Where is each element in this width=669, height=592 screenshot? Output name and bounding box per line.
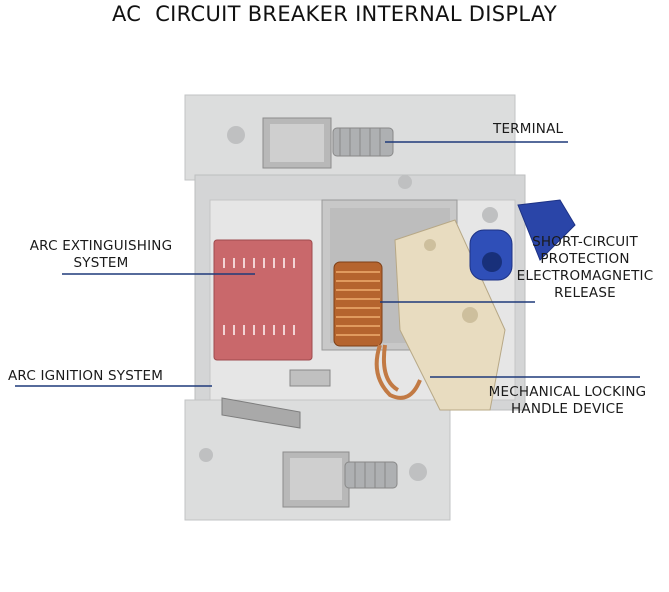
- label-mechanical-locking-handle: MECHANICAL LOCKING HANDLE DEVICE: [470, 384, 665, 418]
- label-terminal: TERMINAL: [493, 121, 564, 137]
- locking-mechanism: [394, 219, 506, 411]
- label-line: MECHANICAL LOCKING: [488, 384, 647, 400]
- label-line: HANDLE DEVICE: [511, 401, 624, 417]
- leader-lines: [15, 141, 640, 387]
- label-line: SYSTEM: [73, 255, 129, 271]
- copper-braid: [374, 344, 422, 400]
- label-short-circuit-release: SHORT-CIRCUIT PROTECTION ELECTROMAGNETIC…: [505, 234, 665, 302]
- label-line: SHORT-CIRCUIT: [532, 234, 638, 250]
- label-line: ELECTROMAGNETIC: [516, 268, 654, 284]
- arc-chute: [213, 239, 313, 361]
- label-line: ARC EXTINGUISHING: [29, 238, 173, 254]
- page-title: AC CIRCUIT BREAKER INTERNAL DISPLAY: [111, 2, 558, 26]
- label-arc-extinguishing-system: ARC EXTINGUISHING SYSTEM: [6, 238, 196, 272]
- arc-ignition-contacts: [221, 369, 331, 429]
- electromagnetic-coil: [333, 261, 383, 347]
- bottom-terminal: [282, 451, 398, 508]
- handle-lever: [469, 199, 576, 281]
- label-arc-ignition-system: ARC IGNITION SYSTEM: [8, 368, 164, 384]
- label-line: RELEASE: [554, 285, 616, 301]
- label-line: PROTECTION: [540, 251, 630, 267]
- top-terminal: [262, 117, 394, 169]
